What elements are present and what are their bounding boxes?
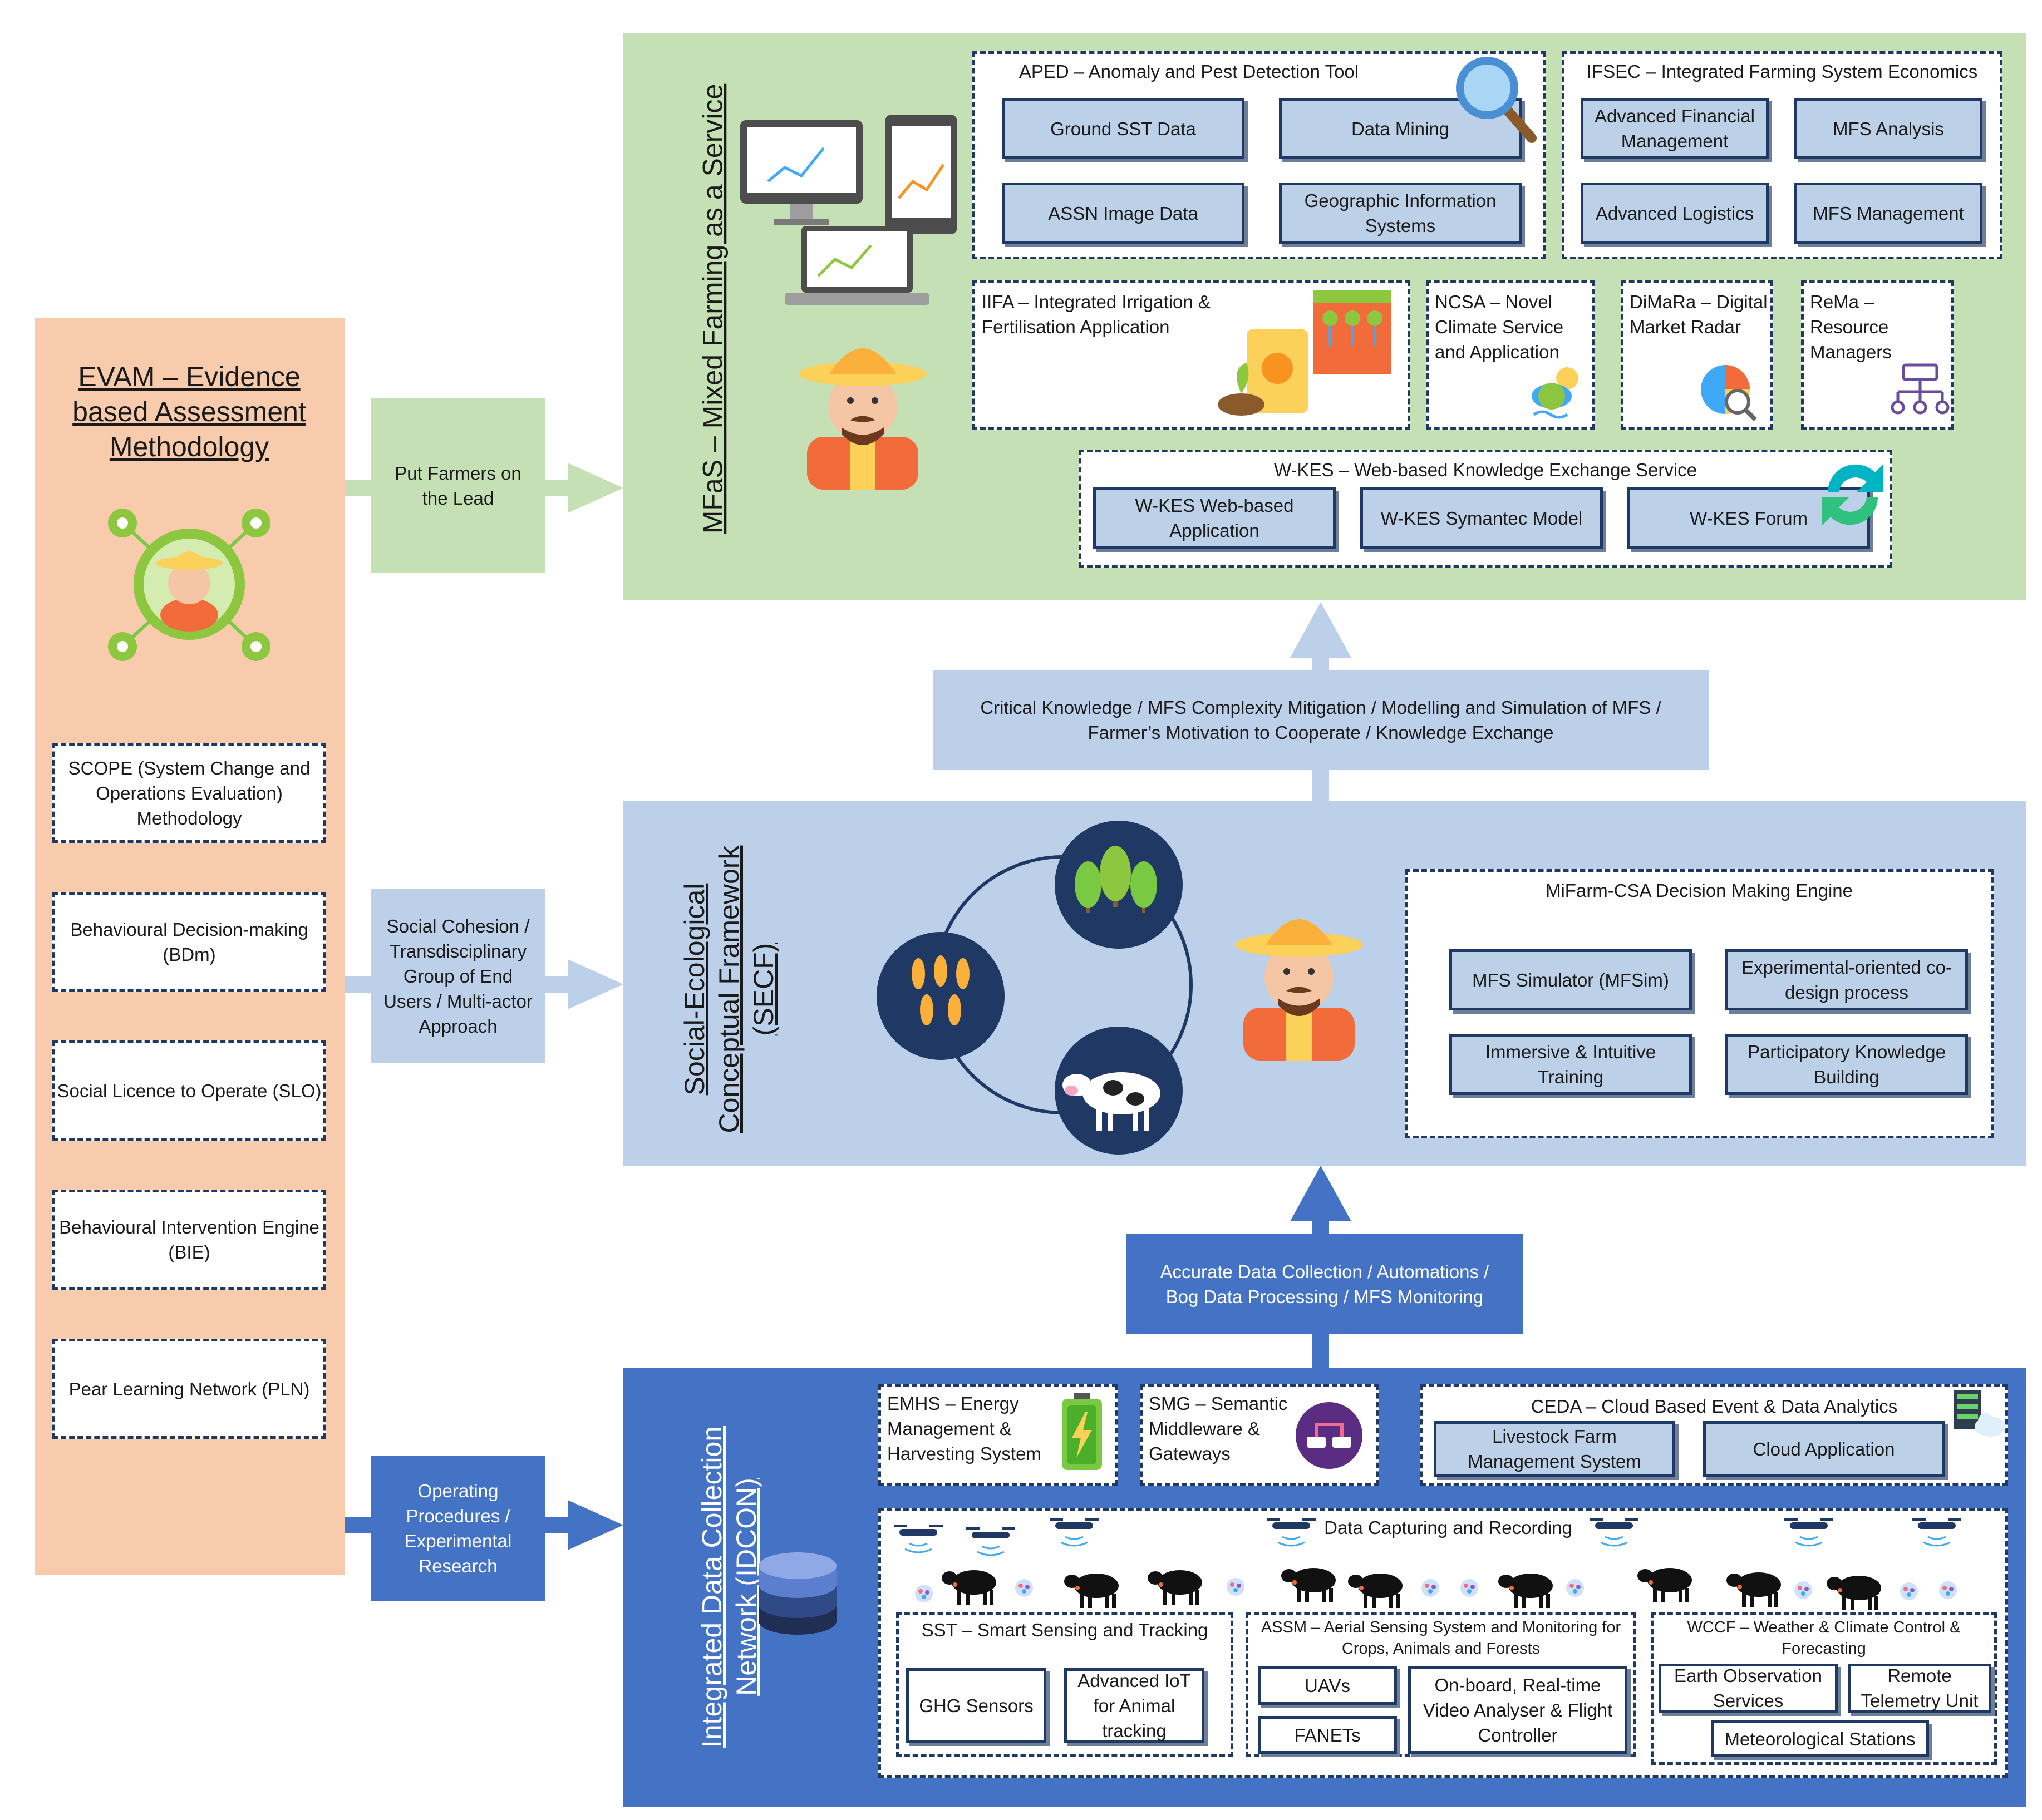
advanced-iot-animal-tracking: Advanced IoT for Animal tracking: [1064, 1668, 1204, 1743]
climate-icon: [1532, 367, 1578, 419]
magnifier-icon: [1456, 57, 1537, 143]
connector-bottom-box: Operating Procedures / Experimental Rese…: [371, 1456, 545, 1601]
iifa-label: IIFA – Integrated Irrigation & Fertilisa…: [982, 292, 1211, 337]
evam-item-scope: SCOPE (System Change and Operations Eval…: [52, 743, 326, 843]
exchange-icon: [1822, 464, 1883, 525]
onboard-video-analyser: On-board, Real-time Video Analyser & Fli…: [1408, 1666, 1627, 1754]
wkes-symantec-model: W-KES Symantec Model: [1360, 487, 1603, 549]
data-capture-title: Data Capturing and Recording: [1324, 1517, 1572, 1538]
rema-box: [1801, 280, 1954, 430]
farmer-icon: [1235, 919, 1363, 1061]
irrigation-fertiliser-icon: [1218, 290, 1391, 416]
network-farmer-icon: [108, 509, 270, 661]
upper-flow-box: Critical Knowledge / MFS Complexity Miti…: [933, 670, 1709, 770]
battery-icon: [1062, 1393, 1102, 1470]
cloud-application: Cloud Application: [1703, 1421, 1945, 1477]
ceda-title: CEDA – Cloud Based Event & Data Analytic…: [1531, 1396, 1898, 1417]
ifsec-mfs-analysis: MFS Analysis: [1794, 98, 1982, 159]
wkes-web-based-application: W-KES Web-based Application: [1093, 487, 1336, 549]
evam-item-slo: Social Licence to Operate (SLO): [52, 1040, 326, 1141]
dimara-label: DiMaRa – Digital Market Radar: [1630, 292, 1768, 337]
meteorological-stations: Meteorological Stations: [1711, 1720, 1929, 1757]
mifarm-engine-title: MiFarm-CSA Decision Making Engine: [1545, 880, 1853, 901]
evam-item-pln: Pear Learning Network (PLN): [52, 1339, 326, 1439]
ncsa-label: NCSA – Novel Climate Service and Applica…: [1435, 292, 1564, 362]
emhs-label: EMHS – Energy Management & Harvesting Sy…: [887, 1393, 1041, 1464]
aped-data-mining: Data Mining: [1279, 98, 1522, 159]
arrow-top-head: [568, 463, 623, 513]
mfs-simulator: MFS Simulator (MFSim): [1449, 949, 1692, 1010]
devices-icon: [740, 115, 957, 305]
drones-livestock-strip: [893, 1517, 1962, 1610]
arrow-upper-head: [1290, 602, 1351, 658]
experimental-co-design: Experimental-oriented co-design process: [1725, 949, 1968, 1010]
aped-title: APED – Anomaly and Pest Detection Tool: [1018, 61, 1359, 82]
connector-top-box: Put Farmers on the Lead: [371, 398, 545, 573]
lower-flow-box: Accurate Data Collection / Automations /…: [1126, 1234, 1523, 1334]
livestock-farm-management-system: Livestock Farm Management System: [1434, 1421, 1675, 1477]
resource-manager-icon: [1891, 363, 1950, 415]
participatory-knowledge-building: Participatory Knowledge Building: [1725, 1034, 1968, 1095]
connector-middle-box: Social Cohesion / Transdisciplinary Grou…: [371, 889, 545, 1063]
rema-label: ReMa – Resource Managers: [1810, 292, 1892, 362]
farmer-icon: [799, 348, 927, 490]
arrow-bottom-head: [568, 1500, 623, 1550]
aped-gis: Geographic Information Systems: [1279, 183, 1522, 244]
evam-item-bdm: Behavioural Decision-making (BDm): [52, 892, 326, 992]
assm-title: ASSM – Aerial Sensing System and Monitor…: [1261, 1619, 1621, 1658]
wkes-title: W-KES – Web-based Knowledge Exchange Ser…: [1273, 460, 1697, 480]
evam-title: EVAM – Evidence based Assessment Methodo…: [72, 361, 306, 462]
evam-item-bie: Behavioural Intervention Engine (BIE): [52, 1190, 326, 1290]
ifsec-mfs-management: MFS Management: [1794, 183, 1982, 244]
sst-title: SST – Smart Sensing and Tracking: [921, 1620, 1208, 1640]
wccf-title: WCCF – Weather & Climate Control & Forec…: [1687, 1619, 1961, 1658]
ecosystem-triad-icon: [877, 821, 1193, 1155]
ifsec-advanced-financial-management: Advanced Financial Management: [1581, 98, 1769, 159]
fanets: FANETs: [1258, 1716, 1397, 1754]
arrow-middle-head: [568, 959, 623, 1009]
immersive-training: Immersive & Intuitive Training: [1449, 1034, 1692, 1095]
remote-telemetry-unit: Remote Telemetry Unit: [1848, 1664, 1991, 1713]
earth-observation-services: Earth Observation Services: [1659, 1664, 1838, 1713]
ifsec-advanced-logistics: Advanced Logistics: [1581, 183, 1769, 244]
market-radar-icon: [1701, 365, 1757, 421]
aped-ground-sst-data: Ground SST Data: [1002, 98, 1244, 159]
ifsec-title: IFSEC – Integrated Farming System Econom…: [1586, 61, 1978, 82]
database-icon: [759, 1552, 837, 1635]
arrow-lower-head: [1290, 1166, 1351, 1221]
smg-label: SMG – Semantic Middleware & Gateways: [1149, 1393, 1288, 1464]
aped-assn-image-data: ASSN Image Data: [1002, 183, 1244, 244]
gateway-icon: [1296, 1402, 1362, 1469]
ncsa-box: [1426, 280, 1595, 430]
ghg-sensors: GHG Sensors: [906, 1668, 1046, 1743]
uavs: UAVs: [1258, 1666, 1397, 1705]
cloud-server-icon: [1954, 1390, 2006, 1437]
